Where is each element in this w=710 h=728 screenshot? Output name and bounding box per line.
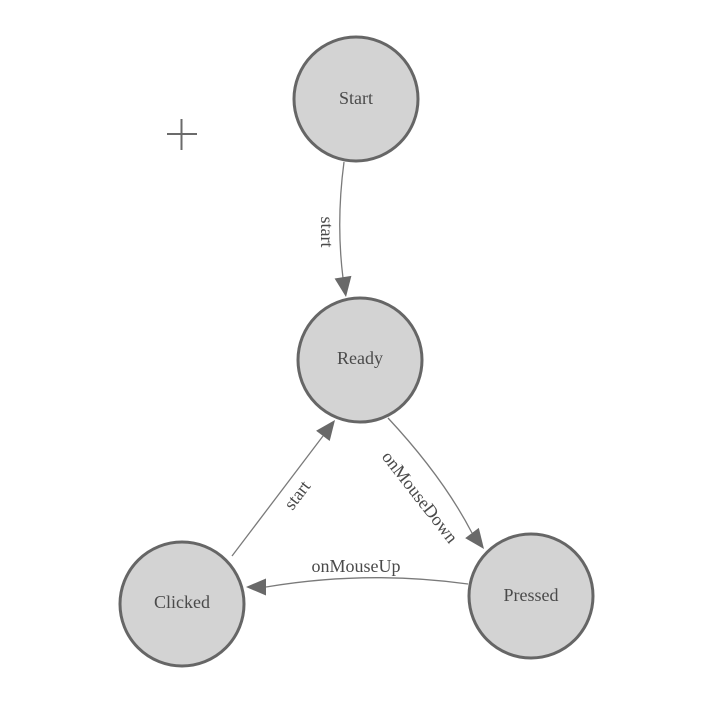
- arrowhead-icon: [465, 527, 484, 549]
- edge-start-to-ready[interactable]: start: [317, 161, 352, 297]
- state-circle[interactable]: [296, 296, 424, 424]
- edge-line[interactable]: [265, 577, 469, 588]
- edge-pressed-to-clicked[interactable]: onMouseUp: [246, 556, 469, 596]
- state-node-ready[interactable]: Ready: [296, 296, 424, 424]
- crosshair-plus-icon: [167, 119, 197, 150]
- state-circle[interactable]: [118, 540, 246, 668]
- edge-line[interactable]: [387, 417, 473, 534]
- arrowhead-icon: [334, 275, 352, 297]
- arrowhead-icon: [246, 578, 266, 596]
- arrowhead-icon: [316, 420, 335, 441]
- edge-label-start-top: start: [317, 217, 337, 248]
- state-label-start: Start: [339, 88, 373, 108]
- edge-label-onmousedown: onMouseDown: [378, 447, 462, 547]
- state-circle[interactable]: [467, 532, 595, 660]
- state-label-clicked: Clicked: [154, 592, 210, 612]
- edge-line[interactable]: [339, 161, 345, 279]
- state-node-pressed[interactable]: Pressed: [467, 532, 595, 660]
- state-node-start[interactable]: Start: [292, 35, 420, 163]
- state-label-pressed: Pressed: [504, 585, 559, 605]
- edge-clicked-to-ready[interactable]: start: [231, 420, 335, 557]
- edge-label-onmouseup: onMouseUp: [312, 556, 401, 576]
- state-node-clicked[interactable]: Clicked: [118, 540, 246, 668]
- state-label-ready: Ready: [337, 348, 383, 368]
- state-circle[interactable]: [292, 35, 420, 163]
- edge-label-start-left: start: [280, 477, 315, 514]
- edge-line[interactable]: [231, 435, 324, 557]
- edge-ready-to-pressed[interactable]: onMouseDown: [378, 417, 484, 549]
